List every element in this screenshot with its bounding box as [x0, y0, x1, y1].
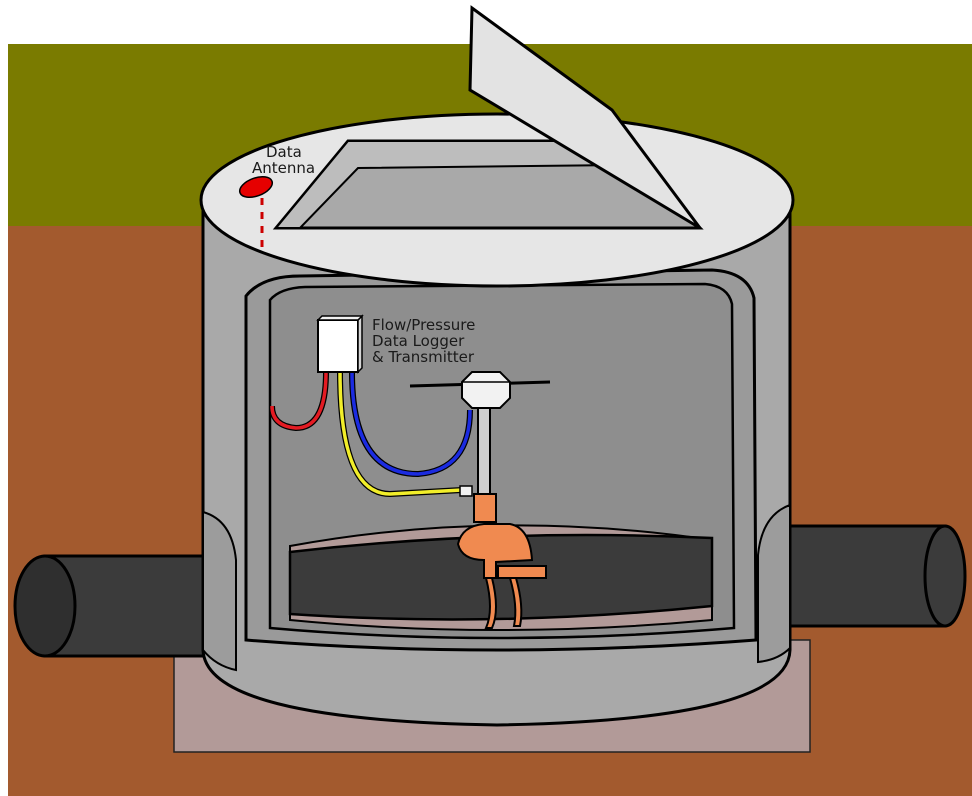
valve-shaft [478, 402, 490, 494]
logger-label-line3: & Transmitter [372, 348, 475, 366]
antenna-label-line2: Antenna [252, 159, 315, 177]
sensor-plug [460, 486, 472, 496]
valve-head-icon [462, 372, 510, 408]
left-flange [203, 512, 236, 670]
data-logger-box-icon [318, 316, 362, 372]
